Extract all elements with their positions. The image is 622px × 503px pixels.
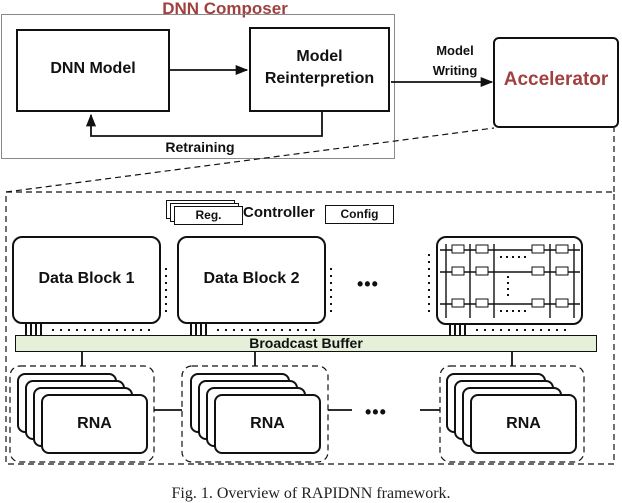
config-box: [325, 205, 394, 224]
crossbar-pins: [449, 325, 466, 335]
reg-label: Reg.: [195, 208, 222, 222]
broadcast-buffer-label: Broadcast Buffer: [249, 335, 363, 351]
data-block-ellipsis: •••: [357, 274, 379, 294]
figure-caption: Fig. 1. Overview of RAPIDNN framework.: [171, 485, 451, 502]
rna-group-1-label: RNA: [77, 415, 112, 432]
reg-box: [174, 206, 243, 225]
reinterpretation-label-line2: Reinterpretion: [264, 70, 375, 87]
data-block-2: [177, 236, 326, 324]
controller-label: Controller: [243, 204, 315, 221]
broadcast-buffer-bar: [15, 335, 597, 352]
rna-group-3-frame: [439, 365, 585, 463]
data-block-1-pins: [25, 324, 42, 335]
rna-group-1-frame: [9, 365, 155, 463]
config-label: Config: [340, 207, 379, 221]
dnn-model-box: [16, 29, 170, 112]
reinterpretation-box: [249, 27, 390, 112]
rna-group-2-box: [214, 394, 321, 454]
rna-group-2-label: RNA: [250, 415, 285, 432]
data-block-2-label: Data Block 2: [203, 270, 300, 287]
composer-frame: [1, 14, 395, 159]
rna-group-1-box: [41, 394, 148, 454]
data-block-2-pins: [190, 324, 207, 335]
retraining-label: Retraining: [165, 139, 235, 155]
zoom-line-left: [5, 127, 495, 193]
model-writing-line1: Model: [436, 43, 474, 58]
crossbar-cells: [451, 244, 569, 308]
rna-group-3-label: RNA: [506, 415, 541, 432]
accelerator-detail-frame: [5, 191, 615, 465]
rna-group-2-frame: [181, 365, 329, 463]
data-block-1: [12, 236, 161, 324]
data-block-1-label: Data Block 1: [38, 270, 135, 287]
rna-group-3-box: [470, 394, 577, 454]
arrow-retraining-loop: [85, 112, 323, 137]
reinterpretation-label-line1: Model: [296, 48, 343, 65]
dnn-model-label: DNN Model: [50, 60, 136, 77]
model-writing-line2: Writing: [432, 63, 478, 78]
accelerator-box: [493, 37, 619, 128]
accelerator-label: Accelerator: [503, 69, 609, 90]
rna-ellipsis: •••: [365, 402, 387, 422]
composer-title: DNN Composer: [162, 0, 288, 18]
